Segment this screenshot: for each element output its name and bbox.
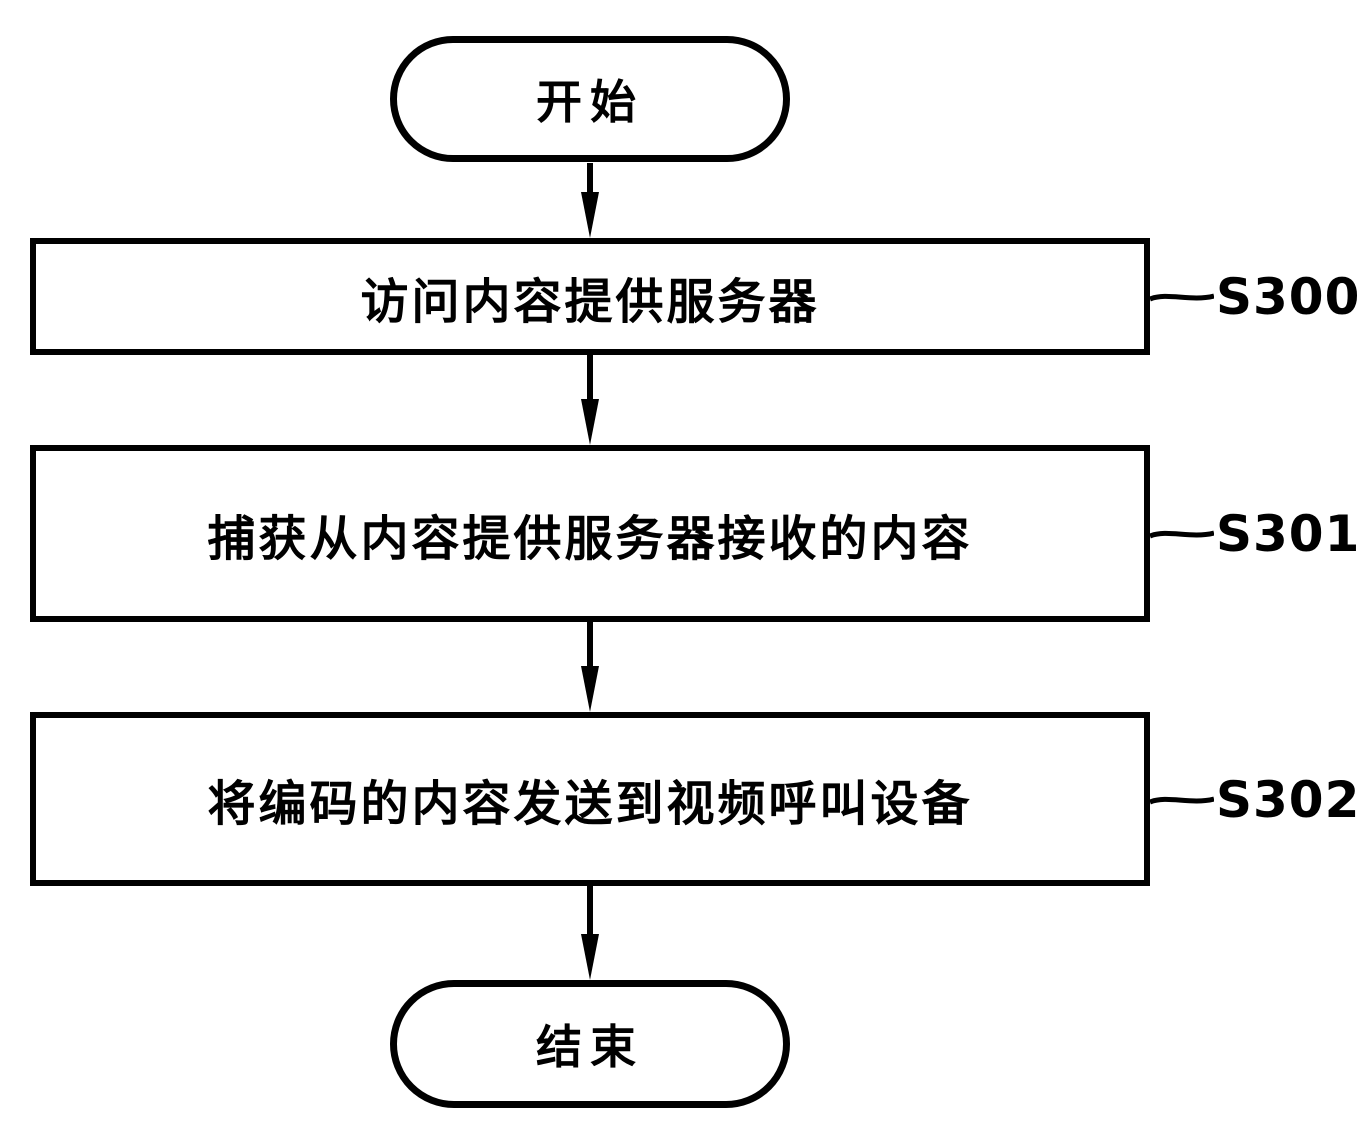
arrow-step1-to-step2	[581, 355, 599, 445]
label-connector-3	[1150, 796, 1214, 805]
step-id-label-2: S301	[1216, 505, 1357, 563]
step-id-label-1: S300	[1216, 268, 1357, 326]
label-connector-2	[1150, 530, 1214, 539]
end-terminal-label: 结束	[536, 1020, 644, 1074]
arrow-start-to-step1	[581, 163, 599, 238]
arrow-head-icon	[581, 192, 599, 238]
arrow-stem	[587, 163, 593, 192]
process-step-2-text: 捕获从内容提供服务器接收的内容	[207, 510, 973, 567]
start-terminal-label: 开始	[536, 75, 644, 129]
process-step-3-text: 将编码的内容发送到视频呼叫设备	[207, 776, 973, 832]
process-step-2: 捕获从内容提供服务器接收的内容	[30, 445, 1150, 622]
arrow-stem	[587, 622, 593, 666]
process-step-3: 将编码的内容发送到视频呼叫设备	[30, 712, 1150, 886]
process-step-1: 访问内容提供服务器	[30, 238, 1150, 355]
arrow-step3-to-end	[581, 886, 599, 980]
label-connector-1	[1150, 293, 1214, 302]
arrow-step2-to-step3	[581, 622, 599, 712]
step-id-label-3: S302	[1216, 771, 1357, 829]
arrow-stem	[587, 355, 593, 399]
arrow-head-icon	[581, 934, 599, 980]
arrow-head-icon	[581, 666, 599, 712]
arrow-stem	[587, 886, 593, 934]
process-step-1-text: 访问内容提供服务器	[360, 273, 820, 330]
start-terminal: 开始	[390, 36, 790, 162]
end-terminal: 结束	[390, 980, 790, 1108]
arrow-head-icon	[581, 399, 599, 445]
